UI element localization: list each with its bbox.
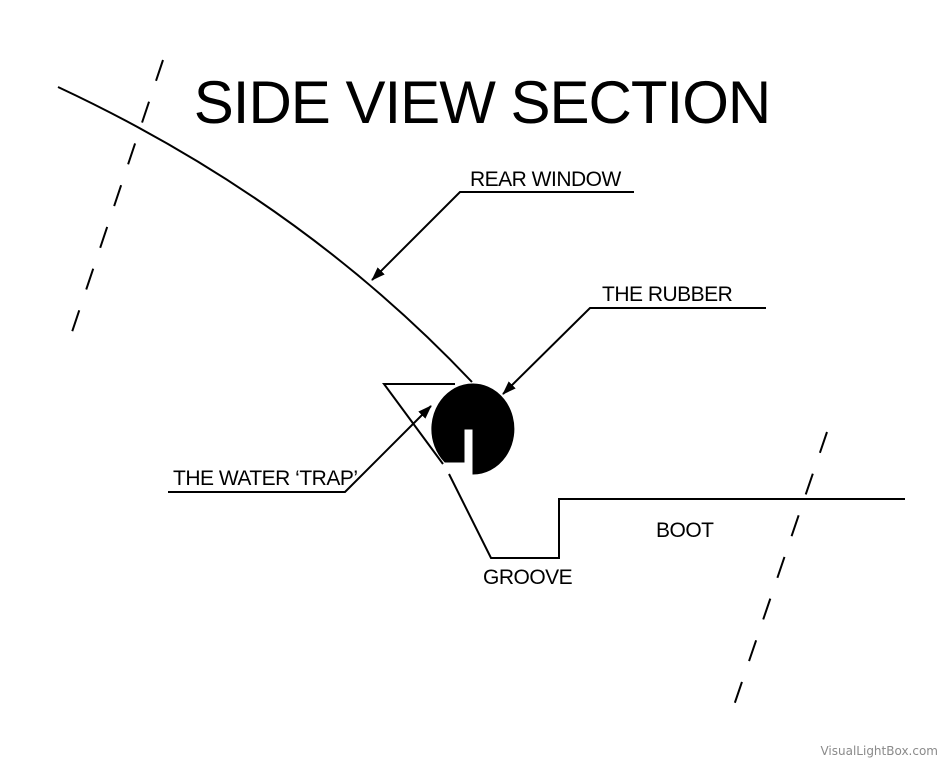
boot-label: BOOT — [656, 519, 714, 542]
groove-and-boot-profile — [448, 473, 905, 559]
rubber-label: THE RUBBER — [602, 283, 733, 306]
rear-window-leader-line — [371, 191, 634, 281]
groove-label: GROOVE — [483, 566, 573, 589]
right-dashed-guide-line — [728, 431, 828, 721]
rubber-seal-shape — [431, 383, 515, 475]
rear-window-label: REAR WINDOW — [470, 168, 622, 191]
watermark-text: VisualLightBox.com — [820, 744, 938, 758]
rear-window-curve — [57, 86, 473, 383]
water-trap-label: THE WATER ‘TRAP’ — [173, 467, 358, 490]
rubber-leader-line — [502, 307, 766, 395]
water-trap-leader-line — [168, 405, 432, 493]
diagram-title: SIDE VIEW SECTION — [194, 69, 770, 136]
water-trap-outline — [382, 383, 455, 465]
left-dashed-guide-line — [65, 59, 164, 351]
